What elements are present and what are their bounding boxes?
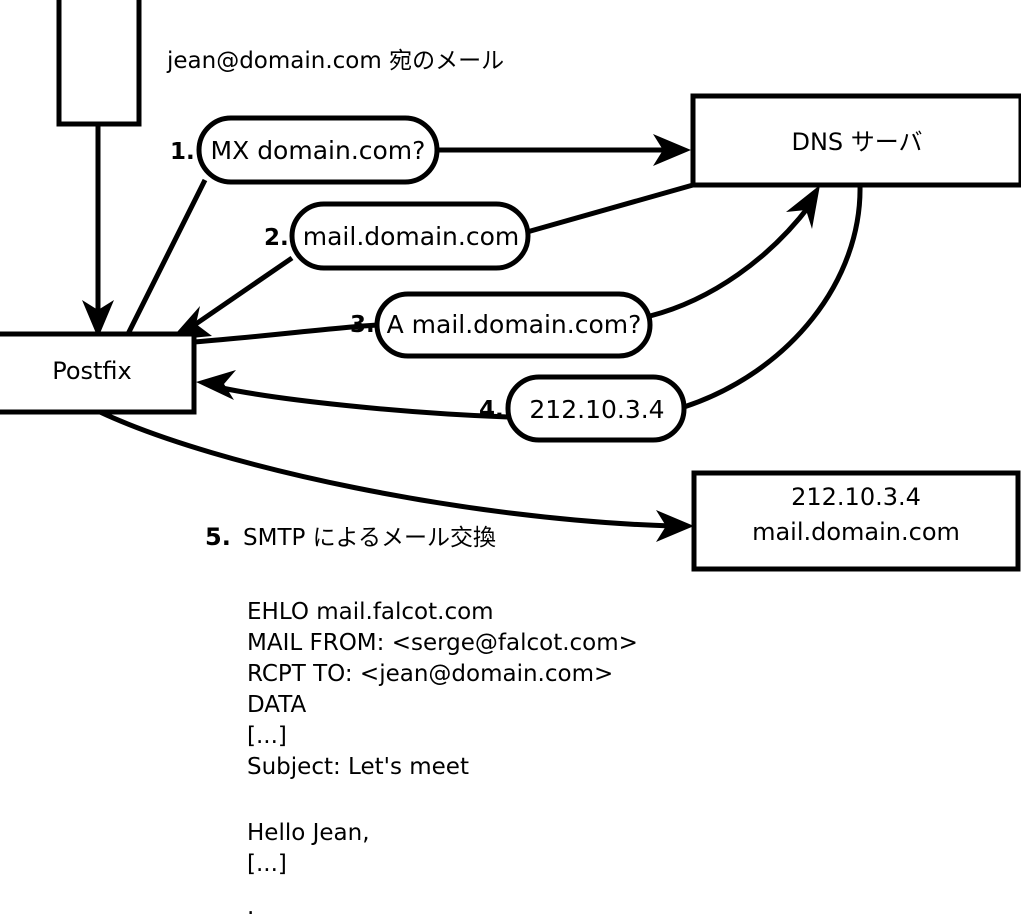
smtp-line-9: .	[247, 894, 254, 919]
smtp-line-8: [...]	[247, 851, 287, 877]
postfix-box	[0, 331, 197, 415]
edge-dns-to-step2	[526, 182, 694, 235]
smtp-line-5: Subject: Let's meet	[247, 754, 469, 780]
mail-server-host-label: mail.domain.com	[752, 518, 960, 546]
edge-step4-to-postfix	[196, 370, 509, 420]
mail-server-ip-label: 212.10.3.4	[791, 483, 921, 511]
edge-step2-to-postfix	[170, 255, 294, 340]
dns-server-label: DNS サーバ	[791, 128, 922, 156]
smtp-line-3: DATA	[247, 692, 307, 718]
edge-postfix-to-step1	[125, 178, 208, 336]
step-4-pill	[505, 374, 687, 443]
step-2-pill	[289, 201, 531, 271]
step-1-label: MX domain.com?	[211, 136, 426, 165]
edge-postfix-to-mailserver	[98, 409, 694, 542]
edge-dns-to-step4	[683, 184, 863, 410]
smtp-line-0: EHLO mail.falcot.com	[247, 599, 494, 625]
step-1-pill	[196, 115, 440, 185]
edge-step1-to-dns	[437, 134, 691, 166]
smtp-line-2: RCPT TO: <jean@domain.com>	[247, 661, 613, 687]
smtp-line-4: [...]	[247, 723, 287, 749]
step-1-number: 1.	[170, 139, 195, 165]
edge-step3-to-dns	[649, 185, 820, 319]
step-2-label: mail.domain.com	[303, 222, 519, 251]
smtp-line-7: Hello Jean,	[247, 820, 370, 846]
step-3-number: 3.	[350, 312, 375, 338]
step-3-label: A mail.domain.com?	[387, 310, 642, 339]
client-box	[56, 0, 142, 127]
step-5-label: SMTP によるメール交換	[243, 525, 496, 551]
mail-caption: jean@domain.com 宛のメール	[166, 48, 504, 74]
step-2-number: 2.	[264, 225, 289, 251]
step-4-number: 4.	[479, 397, 504, 423]
smtp-line-1: MAIL FROM: <serge@falcot.com>	[247, 630, 638, 656]
edge-postfix-to-step3	[193, 322, 378, 345]
mail-server-box	[691, 470, 1021, 572]
dns-server-box	[690, 93, 1021, 188]
step-5-number: 5.	[205, 523, 231, 551]
step-3-pill	[374, 291, 653, 359]
step-4-label: 212.10.3.4	[529, 395, 664, 424]
postfix-label: Postfix	[52, 357, 132, 385]
edge-client-to-postfix	[82, 124, 114, 338]
